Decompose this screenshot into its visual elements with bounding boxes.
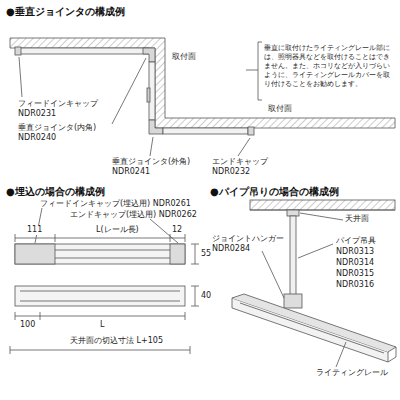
part-label: パイプ吊具 — [336, 236, 376, 246]
dimension-label: 12 — [171, 225, 183, 235]
dimension-label: 111 — [26, 225, 43, 235]
pipe-hanging-figure — [232, 200, 396, 367]
part-number: NDR0314 — [336, 258, 374, 268]
surface-label: 取付面 — [172, 52, 196, 62]
surface-label: 取付面 — [268, 104, 292, 114]
dimension-label: L(レール長) — [95, 225, 140, 235]
part-label: 垂直ジョインタ(内角) — [18, 123, 96, 133]
part-number: NDR0232 — [212, 167, 250, 177]
recessed-figure — [10, 208, 199, 354]
part-label: エンドキャップ(埋込用) NDR0262 — [70, 210, 197, 220]
part-number: NDR0284 — [212, 244, 250, 254]
part-number: NDR0231 — [18, 109, 56, 119]
part-number: NDR0315 — [336, 269, 374, 279]
section-heading: ●埋込の場合の構成例 — [6, 186, 105, 198]
note-text: 垂直に取付けたライティングレール部には、照明器具などを取付けることはできません。… — [264, 44, 392, 89]
part-number: NDR0240 — [18, 133, 56, 143]
part-label: エンドキャップ — [212, 157, 268, 167]
vertical-joint-figure — [10, 38, 395, 156]
dimension-label: 100 — [20, 320, 35, 330]
dimension-label: 天井面の切込寸法 L+105 — [70, 336, 163, 346]
part-label: ジョイントハンガー — [212, 234, 284, 244]
dimension-label: 40 — [201, 291, 211, 301]
part-number: NDR0241 — [112, 167, 150, 177]
section-heading: ●垂直ジョインタの構成例 — [6, 6, 125, 18]
section-heading: ●パイプ吊りの場合の構成例 — [210, 186, 339, 198]
part-label: フィードインキャップ(埋込用) NDR0261 — [40, 199, 191, 209]
dimension-label: L — [100, 320, 104, 330]
dimension-label: 55 — [201, 249, 211, 259]
part-number: NDR0316 — [336, 280, 374, 290]
part-number: NDR0313 — [336, 247, 374, 257]
part-label: 垂直ジョインタ(外角) — [112, 157, 190, 167]
part-label: ライティングレール — [316, 368, 388, 378]
surface-label: 天井面 — [344, 214, 370, 224]
part-label: フィードインキャップ — [18, 99, 98, 109]
